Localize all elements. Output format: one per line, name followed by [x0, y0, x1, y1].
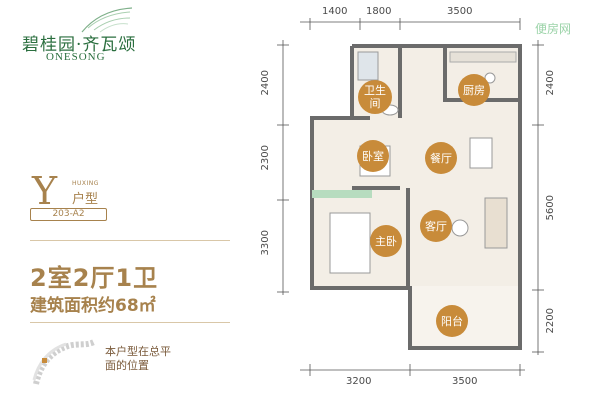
room-label-living: 客厅: [420, 210, 452, 242]
dim-top-3: 3500: [447, 6, 473, 17]
kitchen-counter: [449, 51, 517, 63]
location-note: 本户型在总平面的位置: [105, 345, 171, 372]
watermark-text: 便房网: [535, 22, 572, 36]
brand-name-en: ONESONG: [46, 51, 106, 63]
dim-left-2: 2300: [260, 145, 271, 171]
master-bed: [329, 212, 371, 274]
divider-bottom: [30, 322, 230, 323]
building-area: 建筑面积约68㎡: [30, 296, 156, 316]
plant-strip: [312, 190, 372, 198]
room-label-master: 主卧: [370, 225, 402, 257]
dim-bottom-2: 3500: [452, 376, 478, 387]
room-label-balcony: 阳台: [436, 305, 468, 337]
palm-leaf-icon: [81, 7, 133, 33]
dim-top-2: 1800: [366, 6, 392, 17]
site-plan-thumbnail: [32, 339, 96, 385]
dim-right-3: 2200: [545, 308, 556, 334]
sofa: [484, 197, 508, 249]
room-label-bedroom: 卧室: [357, 140, 389, 172]
room-label-dining: 餐厅: [425, 142, 457, 174]
floor-plan: [310, 44, 522, 350]
dim-left-3: 3300: [260, 230, 271, 256]
unit-type-label: 户型: [72, 192, 99, 207]
dim-right-1: 2400: [545, 70, 556, 96]
dim-right-2: 5600: [545, 195, 556, 221]
divider-top: [30, 240, 230, 241]
unit-type-letter: Y: [32, 169, 58, 213]
dim-bottom-1: 3200: [346, 376, 372, 387]
unit-code: 203-A2: [30, 208, 107, 221]
room-count: 2室2厅1卫: [30, 264, 159, 292]
dim-left-1: 2400: [260, 70, 271, 96]
huxing-small-label: HUXING: [72, 180, 99, 187]
room-label-kitchen: 厨房: [458, 74, 490, 106]
dim-top-1: 1400: [322, 6, 348, 17]
room-label-bathroom: 卫生间: [358, 80, 392, 114]
shower-area: [357, 51, 379, 81]
brand-name-cn: 碧桂园·齐瓦颂: [22, 35, 137, 55]
dining-table: [469, 137, 493, 169]
coffee-table: [451, 219, 469, 237]
